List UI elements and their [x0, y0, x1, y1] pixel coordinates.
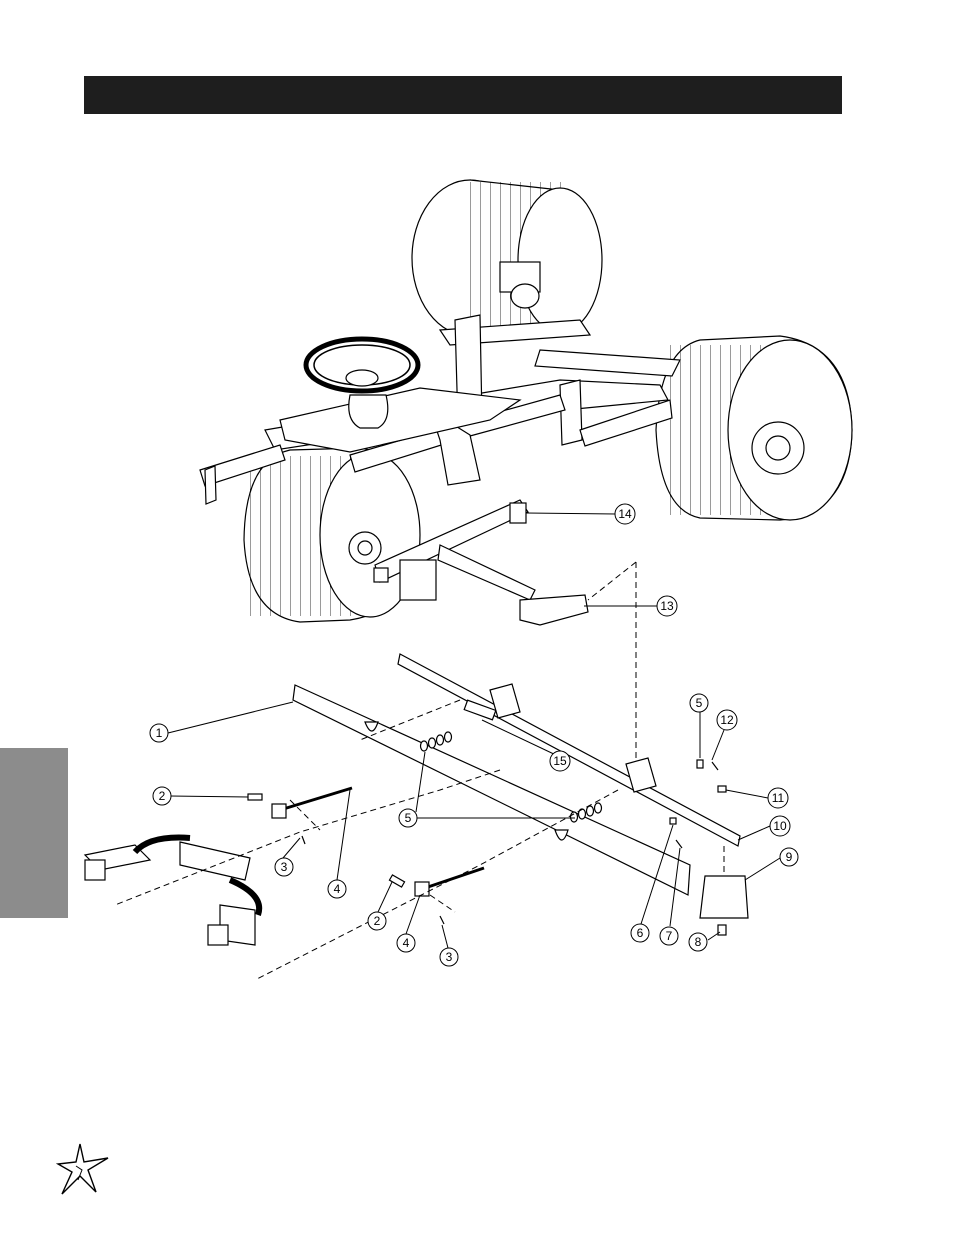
front-left-wheel — [244, 448, 420, 622]
callout-label-4a: 4 — [334, 882, 341, 896]
callout-label-12: 12 — [720, 713, 734, 727]
callout-label-5a: 5 — [696, 696, 703, 710]
callout-label-3a: 3 — [281, 860, 288, 874]
callout-label-2a: 2 — [159, 789, 166, 803]
callout-label-8: 8 — [695, 935, 702, 949]
callout-label-2b: 2 — [374, 914, 381, 928]
washer-stack-upper — [421, 732, 452, 751]
callout-label-3b: 3 — [446, 950, 453, 964]
rear-right-wheel — [656, 336, 852, 520]
callout-label-10: 10 — [773, 819, 787, 833]
rear-left-wheel — [412, 180, 602, 336]
callout-label-1: 1 — [156, 726, 163, 740]
callout-label-15: 15 — [553, 754, 567, 768]
star-burst-logo-icon — [56, 1140, 112, 1198]
callout-label-6: 6 — [637, 926, 644, 940]
callout-label-11: 11 — [772, 791, 785, 805]
callout-label-7: 7 — [666, 929, 673, 943]
callout-label-9: 9 — [786, 850, 793, 864]
callout-label-4b: 4 — [403, 936, 410, 950]
callout-label-5b: 5 — [405, 811, 412, 825]
callout-label-13: 13 — [660, 599, 674, 613]
callout-label-14: 14 — [618, 507, 632, 521]
vehicle-frame-assembly — [200, 180, 852, 625]
